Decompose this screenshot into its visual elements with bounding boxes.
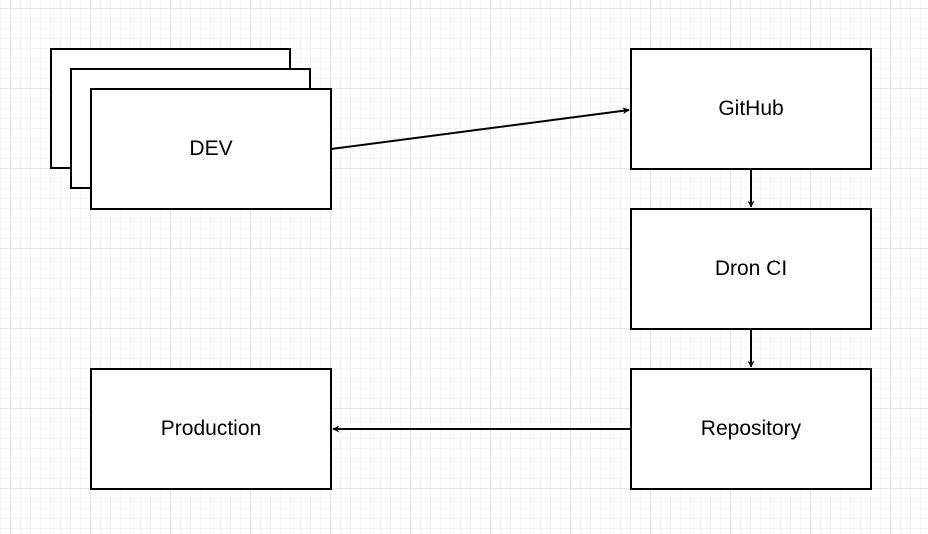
edge-dev-to-github [330, 107, 630, 150]
node-dev[interactable]: DEV [90, 88, 332, 210]
node-github[interactable]: GitHub [630, 48, 872, 170]
node-repository[interactable]: Repository [630, 368, 872, 490]
node-production[interactable]: Production [90, 368, 332, 490]
node-production-label: Production [160, 417, 262, 440]
node-dron-ci-label: Dron CI [714, 257, 788, 280]
node-repository-label: Repository [700, 417, 802, 440]
node-dev-label: DEV [189, 137, 233, 160]
node-github-label: GitHub [718, 97, 784, 120]
